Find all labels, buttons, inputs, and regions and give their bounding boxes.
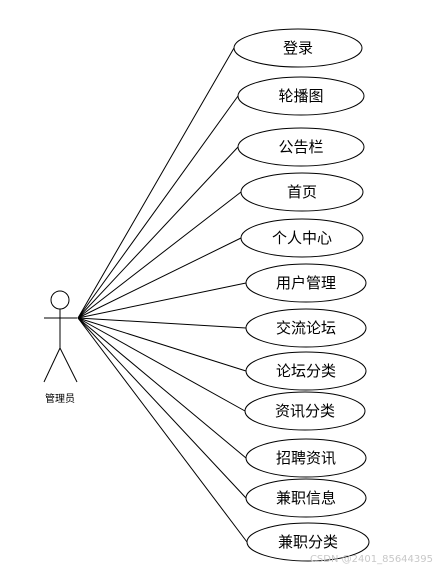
use-case-ellipse: [240, 218, 364, 258]
association-lines: [77, 47, 248, 543]
use-case-ellipse: [245, 351, 367, 391]
use-case-label: 论坛分类: [276, 362, 336, 380]
association-line: [77, 317, 247, 499]
association-line: [77, 317, 247, 329]
use-case-ellipse: [244, 391, 366, 431]
use-case: 兼职信息: [245, 478, 367, 518]
use-case-label: 兼职信息: [276, 489, 336, 507]
use-case-ellipse: [245, 478, 367, 518]
association-line: [77, 237, 242, 319]
use-case-label: 交流论坛: [276, 319, 336, 337]
use-case-label: 用户管理: [276, 274, 336, 292]
use-case-ellipse: [245, 308, 367, 348]
use-case-ellipse: [237, 76, 365, 116]
use-case-ellipse: [240, 172, 364, 212]
actor-admin: 管理员: [43, 290, 78, 405]
use-case: 首页: [240, 172, 364, 212]
use-case: 登录: [233, 28, 363, 68]
association-line: [77, 317, 247, 459]
actor-left-leg: [43, 347, 61, 383]
use-case-label: 首页: [287, 183, 317, 201]
association-line: [77, 317, 248, 543]
use-case: 资讯分类: [244, 391, 366, 431]
use-case-label: 公告栏: [278, 138, 323, 156]
association-line: [77, 317, 247, 372]
association-line: [77, 191, 242, 319]
use-case: 公告栏: [237, 127, 365, 167]
use-case-ellipse: [246, 522, 370, 562]
association-line: [77, 146, 239, 319]
use-case: 招聘资讯: [245, 438, 367, 478]
association-line: [77, 95, 239, 319]
use-case-ellipse: [245, 438, 367, 478]
association-line: [77, 282, 247, 319]
use-case: 兼职分类: [246, 522, 370, 562]
association-line: [77, 47, 235, 319]
use-case-ellipse: [233, 28, 363, 68]
use-case-ellipse: [245, 263, 367, 303]
use-case-label: 资讯分类: [275, 402, 335, 420]
use-cases: 登录轮播图公告栏首页个人中心用户管理交流论坛论坛分类资讯分类招聘资讯兼职信息兼职…: [233, 28, 370, 562]
use-case: 个人中心: [240, 218, 364, 258]
actor-head: [50, 290, 70, 310]
use-case-ellipse: [237, 127, 365, 167]
use-case-label: 兼职分类: [278, 533, 338, 551]
use-case: 用户管理: [245, 263, 367, 303]
use-case-label: 招聘资讯: [276, 449, 336, 467]
actor-label: 管理员: [45, 392, 75, 405]
use-case-label: 登录: [283, 39, 313, 57]
watermark: CSDN @2401_85644395: [310, 554, 433, 565]
association-line: [77, 317, 246, 412]
use-case-label: 个人中心: [272, 229, 332, 247]
use-case: 轮播图: [237, 76, 365, 116]
use-case-label: 轮播图: [278, 87, 323, 105]
actor-right-leg: [59, 347, 78, 383]
use-case: 论坛分类: [245, 351, 367, 391]
use-case: 交流论坛: [245, 308, 367, 348]
